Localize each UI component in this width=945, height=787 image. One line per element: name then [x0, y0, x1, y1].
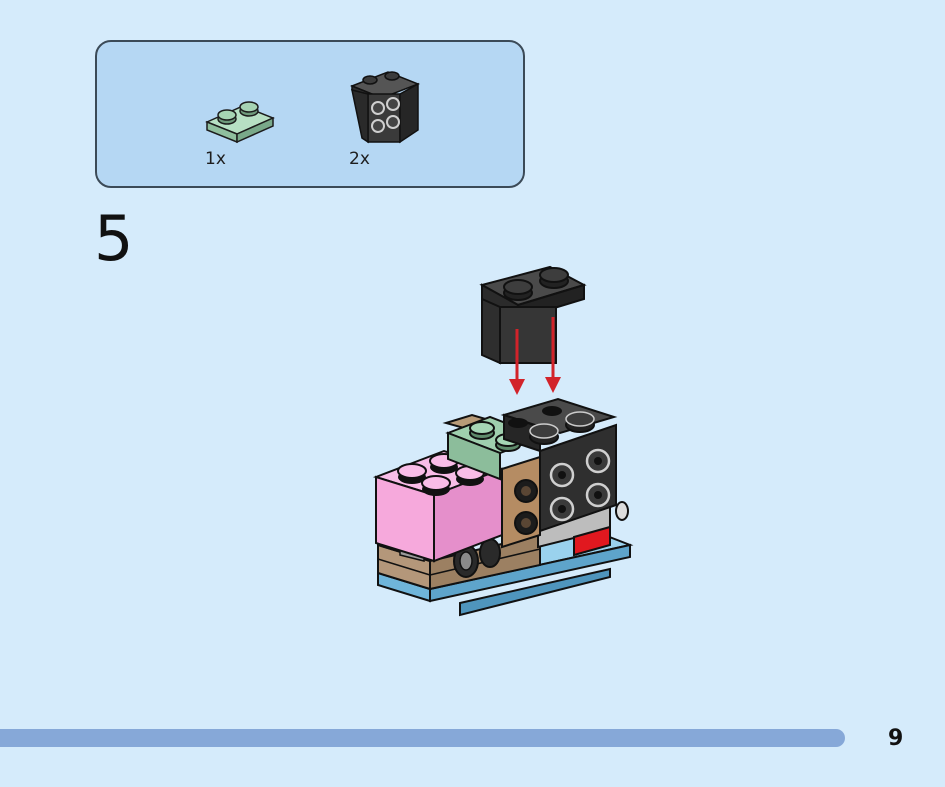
- model-illustration: [360, 255, 640, 625]
- bracket-icon: [348, 64, 422, 150]
- progress-bar: [0, 729, 845, 747]
- page-number: 9: [888, 726, 904, 751]
- parts-callout: 1x 2x: [95, 40, 525, 188]
- assembly-arrow-icon: [509, 317, 561, 395]
- wheel-icon: [453, 501, 629, 578]
- part-quantity-2: 2x: [349, 149, 370, 169]
- step-number: 5: [94, 202, 134, 275]
- part-quantity-1: 1x: [205, 149, 226, 169]
- bracket-part-icon: [479, 265, 587, 365]
- plate-1x2-icon: [205, 100, 275, 144]
